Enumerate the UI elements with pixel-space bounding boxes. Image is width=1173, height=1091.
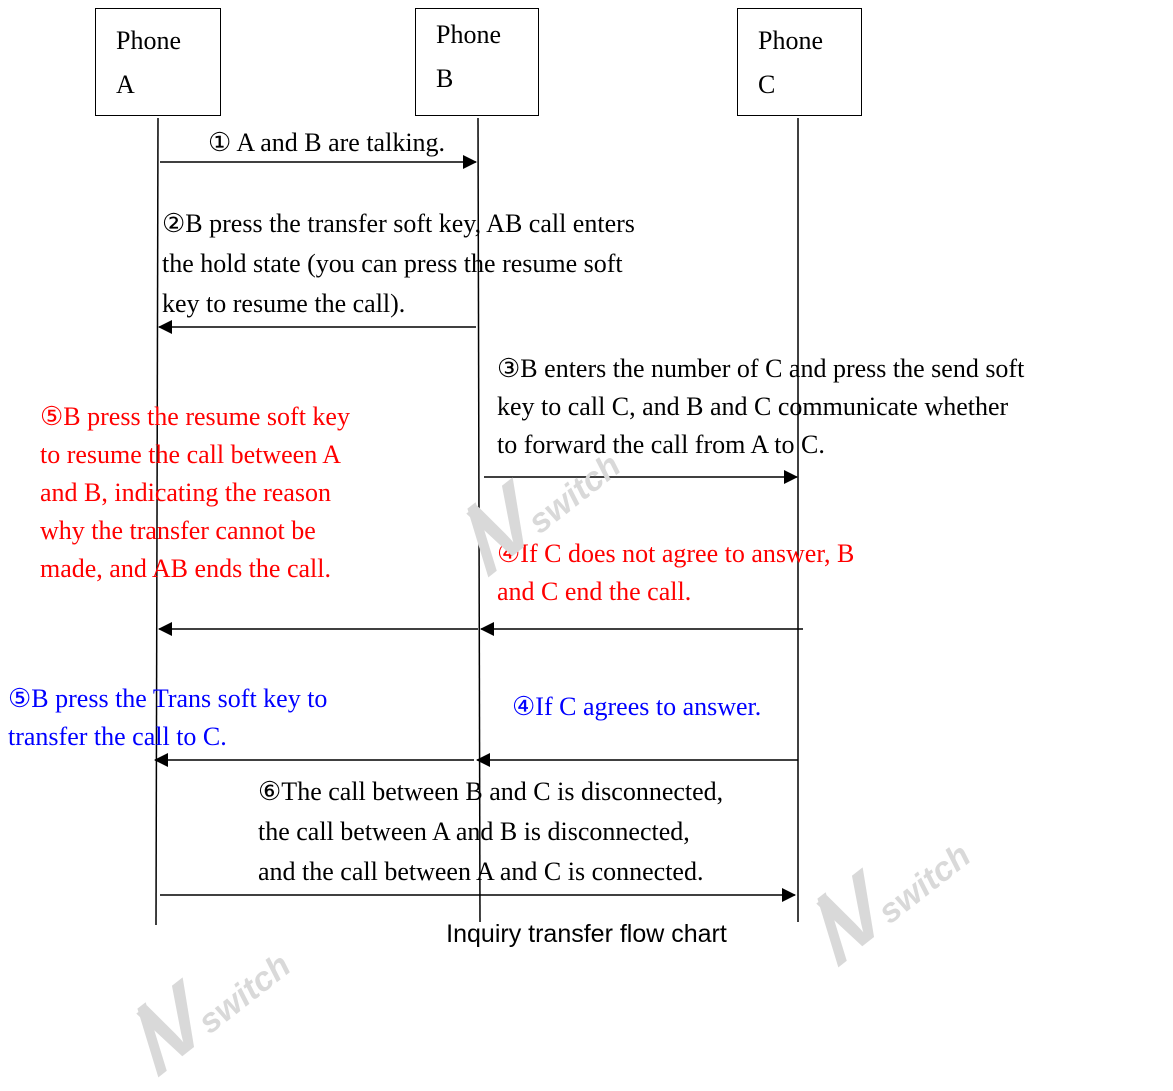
step1-line: ① A and B are talking.: [208, 128, 446, 157]
step3-line-1: ③B enters the number of C and press the …: [497, 354, 1025, 383]
step1-note: ① A and B are talking.: [208, 124, 445, 162]
step4-failure-note: ④If C does not agree to answer, B and C …: [497, 535, 854, 611]
step5-failure-note: ⑤B press the resume soft key to resume t…: [40, 398, 350, 588]
phone-a-label: Phone: [116, 26, 181, 55]
phone-b-id: B: [436, 64, 454, 93]
step5-success-line-2: transfer the call to C.: [8, 722, 227, 751]
step2-line-3: key to resume the call).: [162, 289, 406, 318]
phone-b-box: Phone B: [415, 8, 539, 116]
phone-c-box: Phone C: [737, 8, 862, 116]
step5-failure-line-1: ⑤B press the resume soft key: [40, 402, 350, 431]
diagram-caption: Inquiry transfer flow chart: [446, 920, 727, 948]
step5-failure-line-4: why the transfer cannot be: [40, 516, 316, 545]
step5-failure-line-5: made, and AB ends the call.: [40, 554, 331, 583]
phone-a-box: Phone A: [95, 8, 221, 116]
step4-success-line: ④If C agrees to answer.: [512, 692, 762, 721]
step5-failure-line-2: to resume the call between A: [40, 440, 342, 469]
step6-line-2: the call between A and B is disconnected…: [258, 817, 690, 846]
step5-success-note: ⑤B press the Trans soft key to transfer …: [8, 680, 327, 756]
step4-failure-line-1: ④If C does not agree to answer, B: [497, 539, 855, 568]
lifeline-a: [155, 117, 159, 926]
lifeline-b: [477, 117, 481, 923]
step6-note: ⑥The call between B and C is disconnecte…: [258, 772, 723, 892]
step6-line-3: and the call between A and C is connecte…: [258, 857, 704, 886]
step2-line-1: ②B press the transfer soft key, AB call …: [162, 209, 635, 238]
watermark-mark: /V: [110, 975, 218, 1090]
step3-note: ③B enters the number of C and press the …: [497, 350, 1024, 464]
phone-c-label: Phone: [758, 26, 823, 55]
step2-line-2: the hold state (you can press the resume…: [162, 249, 623, 278]
step4-success-note: ④If C agrees to answer.: [512, 688, 761, 726]
phone-b-label: Phone: [436, 20, 501, 49]
phone-a-id: A: [116, 70, 135, 99]
step3-line-2: key to call C, and B and C communicate w…: [497, 392, 1009, 421]
step5-failure-line-3: and B, indicating the reason: [40, 478, 331, 507]
watermark-text: switch: [191, 946, 298, 1042]
step3-line-3: to forward the call from A to C.: [497, 430, 825, 459]
step2-note: ②B press the transfer soft key, AB call …: [162, 204, 635, 324]
step5-success-line-1: ⑤B press the Trans soft key to: [8, 684, 328, 713]
step4-failure-line-2: and C end the call.: [497, 577, 692, 606]
sequence-lines: [154, 117, 803, 926]
step6-line-1: ⑥The call between B and C is disconnecte…: [258, 777, 724, 806]
phone-c-id: C: [758, 70, 776, 99]
